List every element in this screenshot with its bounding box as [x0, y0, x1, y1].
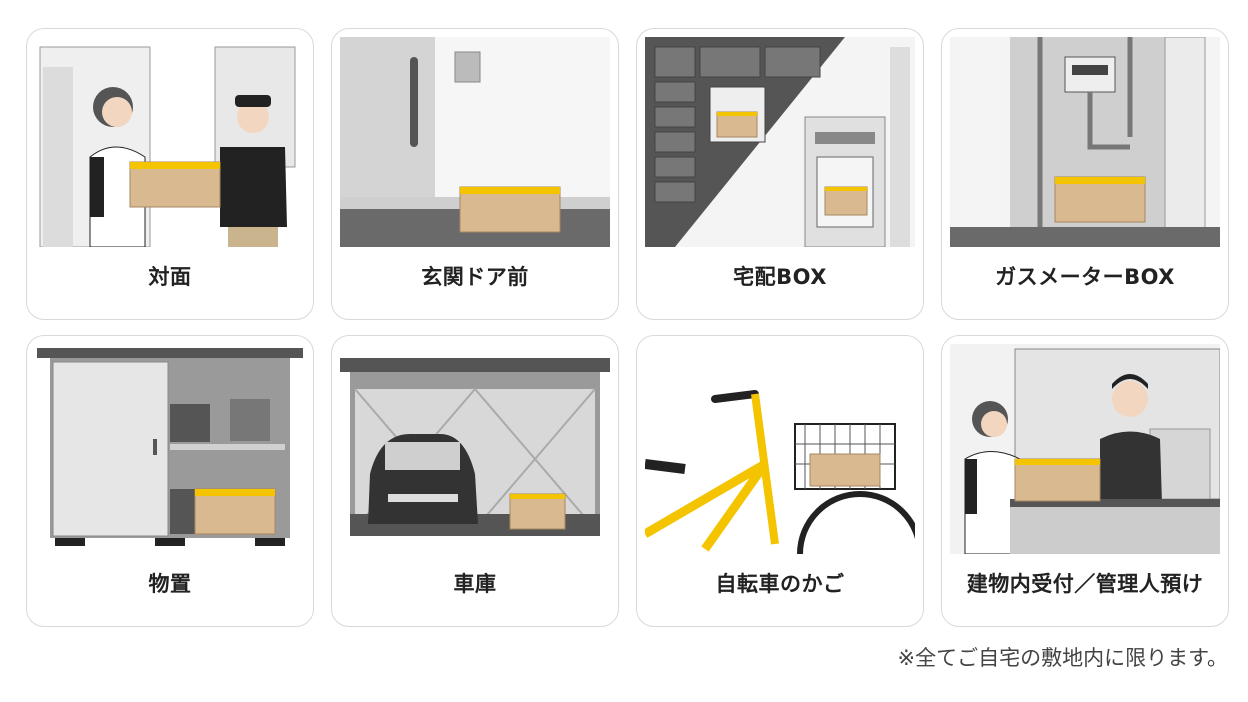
- option-card-gas-meter-box: ガスメーターBOX: [941, 28, 1229, 320]
- footnote: ※全てご自宅の敷地内に限ります。: [897, 646, 1229, 670]
- option-label: 建物内受付／管理人預け: [966, 572, 1204, 596]
- option-card-garage: 車庫: [331, 335, 619, 627]
- option-label: ガスメーターBOX: [995, 265, 1175, 289]
- option-label: 対面: [148, 265, 192, 289]
- face-to-face-handover-illustration: [35, 37, 305, 247]
- gas-meter-box-illustration: [950, 37, 1220, 247]
- option-card-front-door: 玄関ドア前: [331, 28, 619, 320]
- delivery-box-locker-illustration: [645, 37, 915, 247]
- option-label: 物置: [148, 572, 192, 596]
- option-label: 宅配BOX: [733, 265, 827, 289]
- garage-car-illustration: [340, 344, 610, 554]
- option-card-bicycle-basket: 自転車のかご: [636, 335, 924, 627]
- storage-shed-illustration: [35, 344, 305, 554]
- reception-desk-illustration: [950, 344, 1220, 554]
- option-card-reception: 建物内受付／管理人預け: [941, 335, 1229, 627]
- option-card-storage-shed: 物置: [26, 335, 314, 627]
- bicycle-basket-illustration: [645, 344, 915, 554]
- option-label: 玄関ドア前: [421, 265, 529, 289]
- front-door-package-illustration: [340, 37, 610, 247]
- delivery-options-grid: 対面 玄関ドア前: [26, 28, 1229, 627]
- option-label: 自転車のかご: [715, 572, 845, 596]
- option-card-face-to-face: 対面: [26, 28, 314, 320]
- option-label: 車庫: [453, 572, 497, 596]
- option-card-delivery-box: 宅配BOX: [636, 28, 924, 320]
